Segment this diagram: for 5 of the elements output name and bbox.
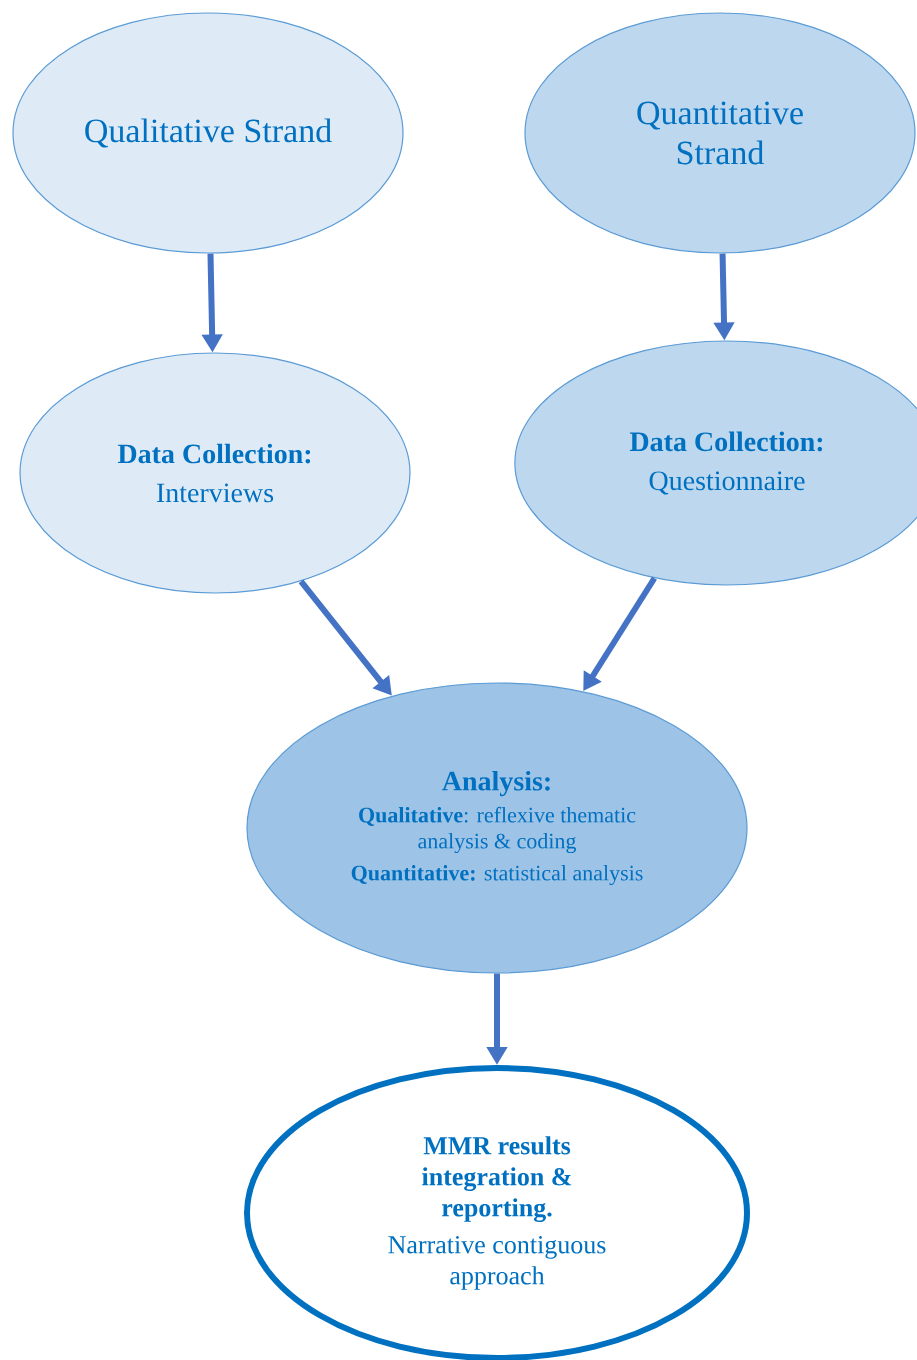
ellipse-node: Quantitative Strand xyxy=(524,12,916,254)
ellipse-node: Data Collection: Interviews xyxy=(19,352,411,594)
ellipse-node: Data Collection: Questionnaire xyxy=(514,340,917,586)
ellipse-node: Qualitative Strand xyxy=(12,12,404,254)
ellipse-node: Analysis: Qualitative: reflexive thematic analysis & coding Quantitative: statistical analysis xyxy=(246,682,748,974)
